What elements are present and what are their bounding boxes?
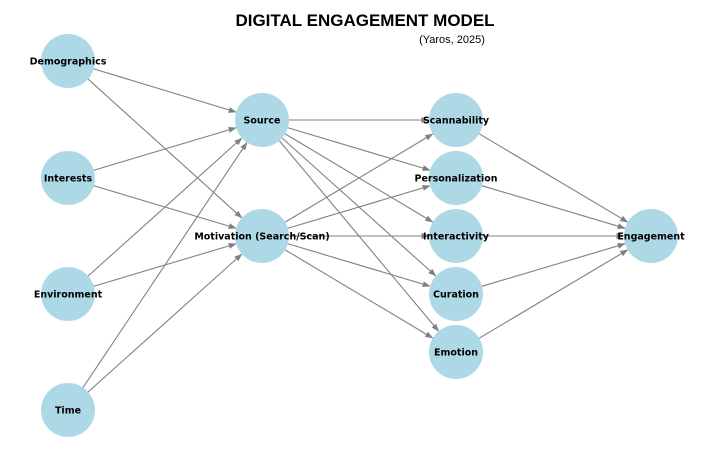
node-label-emotion: Emotion: [434, 348, 478, 359]
edge-motivation-to-personalization: [287, 185, 431, 229]
node-environment: [41, 267, 95, 321]
edge-scannability-to-engagement: [478, 133, 629, 223]
edges-layer: [82, 68, 629, 393]
node-interactivity: [429, 209, 483, 263]
node-label-interactivity: Interactivity: [423, 232, 490, 243]
edge-motivation-to-curation: [287, 243, 431, 287]
node-label-demographics: Demographics: [30, 57, 107, 68]
node-source: [235, 93, 289, 147]
edge-personalization-to-engagement: [481, 185, 626, 230]
node-label-scannability: Scannability: [423, 116, 490, 127]
edge-environment-to-source: [87, 137, 243, 277]
node-engagement: [624, 209, 678, 263]
edge-motivation-to-scannability: [284, 133, 434, 223]
nodes-layer: [41, 34, 678, 437]
node-time: [41, 383, 95, 437]
node-interests: [41, 151, 95, 205]
edge-time-to-motivation: [87, 253, 243, 393]
node-label-personalization: Personalization: [415, 174, 498, 185]
node-demographics: [41, 34, 95, 88]
edge-source-to-personalization: [287, 127, 431, 171]
edge-curation-to-engagement: [481, 242, 626, 287]
node-scannability: [429, 93, 483, 147]
edge-time-to-source: [82, 142, 248, 388]
node-personalization: [429, 151, 483, 205]
edge-demographics-to-source: [93, 68, 237, 113]
edge-emotion-to-engagement: [478, 249, 629, 339]
node-label-interests: Interests: [44, 174, 93, 185]
node-emotion: [429, 325, 483, 379]
node-label-environment: Environment: [34, 290, 103, 301]
diagram-subtitle: (Yaros, 2025): [419, 34, 485, 46]
node-label-curation: Curation: [433, 290, 479, 301]
node-label-engagement: Engagement: [617, 232, 685, 243]
edge-motivation-to-emotion: [284, 249, 434, 339]
edge-interests-to-source: [93, 127, 237, 171]
node-curation: [429, 267, 483, 321]
diagram-title: DIGITAL ENGAGEMENT MODEL: [235, 11, 494, 30]
node-label-motivation: Motivation (Search/Scan): [194, 232, 329, 243]
node-label-time: Time: [55, 406, 81, 417]
node-label-source: Source: [244, 116, 281, 127]
node-motivation: [235, 209, 289, 263]
